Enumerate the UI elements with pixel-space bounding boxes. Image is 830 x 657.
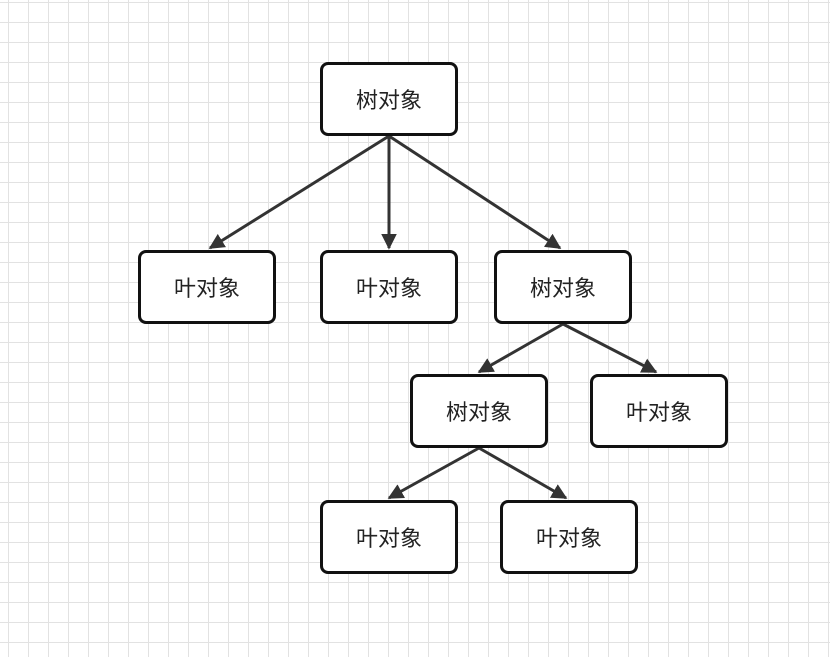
node-tree-3[interactable]: 树对象 <box>410 374 548 448</box>
node-label: 叶对象 <box>173 277 240 302</box>
node-tree-2[interactable]: 树对象 <box>494 250 632 324</box>
node-leaf-1[interactable]: 叶对象 <box>138 250 276 324</box>
edge-root-tree2 <box>388 134 562 250</box>
node-label: 树对象 <box>445 401 512 426</box>
node-label: 树对象 <box>355 89 422 114</box>
node-label: 叶对象 <box>355 527 422 552</box>
node-leaf-5[interactable]: 叶对象 <box>500 500 638 574</box>
node-label: 叶对象 <box>535 527 602 552</box>
edge-tree2-leaf3 <box>562 322 658 374</box>
edge-tree3-leaf4 <box>387 446 480 500</box>
node-label: 叶对象 <box>355 277 422 302</box>
node-leaf-2[interactable]: 叶对象 <box>320 250 458 324</box>
edge-tree2-tree3 <box>477 322 564 374</box>
node-label: 叶对象 <box>625 401 692 426</box>
edge-tree3-leaf5 <box>478 446 568 500</box>
node-leaf-3[interactable]: 叶对象 <box>590 374 728 448</box>
node-tree-root[interactable]: 树对象 <box>320 62 458 136</box>
node-leaf-4[interactable]: 叶对象 <box>320 500 458 574</box>
edge-root-leaf1 <box>208 134 390 250</box>
node-label: 树对象 <box>529 277 596 302</box>
